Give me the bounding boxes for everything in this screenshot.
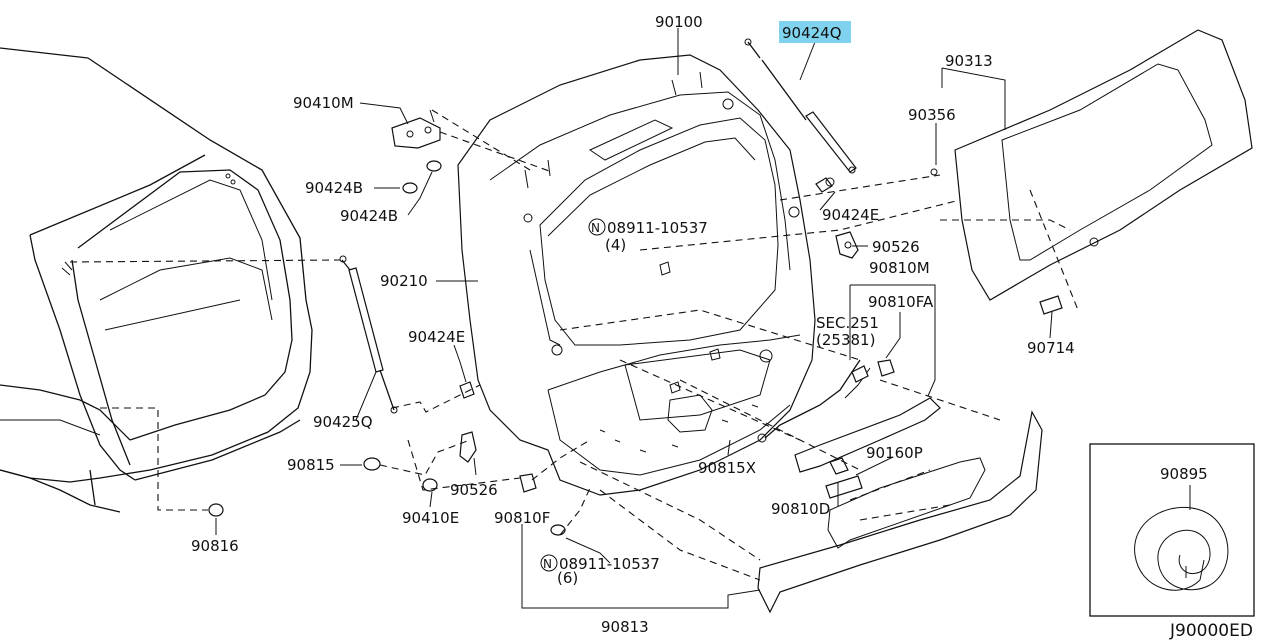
gas-strut-left [339, 255, 398, 414]
diagram-code: J90000ED [1169, 621, 1253, 640]
callout-90810FA: 90810FA [868, 293, 934, 311]
vehicle-body [0, 47, 313, 513]
callout-90815: 90815 [287, 456, 335, 474]
callout-sec251: SEC.251 [816, 314, 879, 332]
callout-25381: (25381) [816, 331, 875, 349]
rear-glass [930, 29, 1253, 315]
callout-90160P: 90160P [866, 444, 923, 462]
callout-90810M: 90810M [869, 259, 930, 277]
highlight-box [779, 21, 851, 43]
callout-90424B-1: 90424B [305, 179, 363, 197]
callout-90810D: 90810D [771, 500, 830, 518]
leader-lines [215, 28, 1191, 609]
callout-90100: 90100 [655, 13, 703, 31]
license-lamp-finisher [794, 359, 941, 473]
rear-garnish [757, 410, 1043, 614]
callout-08911-a: 08911-10537 [607, 219, 708, 237]
tailgate-panel [457, 54, 816, 496]
callout-qty-4: (4) [605, 236, 626, 254]
callout-90424B-2: 90424B [340, 207, 398, 225]
fasteners [208, 381, 566, 536]
callout-90815X: 90815X [698, 459, 756, 477]
callout-90356: 90356 [908, 106, 956, 124]
bolt-symbol-a [588, 218, 606, 236]
bracket-upper [835, 231, 859, 259]
callout-90410M: 90410M [293, 94, 354, 112]
callout-90895: 90895 [1160, 465, 1208, 483]
bolt-symbol-a-text: N [591, 221, 600, 235]
callout-qty-6: (6) [557, 569, 578, 587]
gas-strut-highlighted [744, 38, 857, 174]
ball-stud-upper [815, 177, 835, 193]
callout-08911-b: 08911-10537 [559, 555, 660, 573]
callout-90410E: 90410E [402, 509, 459, 527]
callout-90810F: 90810F [494, 509, 550, 527]
callout-90210: 90210 [380, 272, 428, 290]
callout-90813: 90813 [601, 618, 649, 636]
callout-90424Q: 90424Q [782, 24, 842, 42]
callout-labels: 90100 90424Q 90313 90410M 90356 90424B 9… [191, 13, 1253, 640]
callout-90714: 90714 [1027, 339, 1075, 357]
phantom-lines [69, 109, 1079, 581]
hinge-upper [391, 109, 442, 194]
sealer-roll-box [1089, 443, 1255, 617]
callout-90313: 90313 [945, 52, 993, 70]
bolt-symbol-b [540, 554, 558, 572]
callout-90526-2: 90526 [450, 481, 498, 499]
callout-90424E-1: 90424E [822, 206, 879, 224]
callout-90526-1: 90526 [872, 238, 920, 256]
callout-90424E-2: 90424E [408, 328, 465, 346]
bolt-symbol-b-text: N [543, 557, 552, 571]
callout-90425Q: 90425Q [313, 413, 373, 431]
wiring-harness [757, 359, 871, 443]
callout-90816: 90816 [191, 537, 239, 555]
